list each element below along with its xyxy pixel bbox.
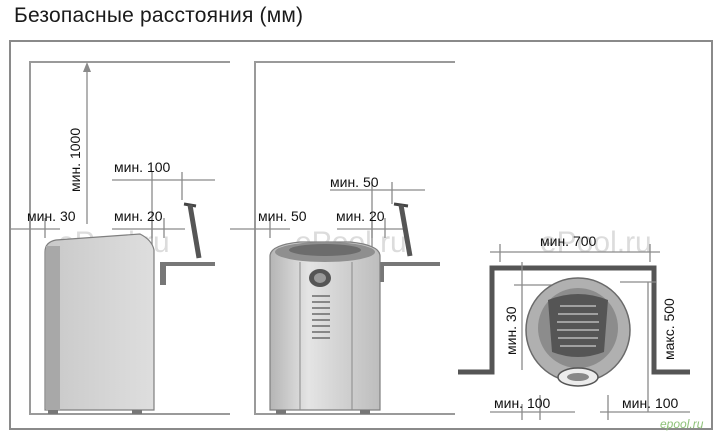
control-knob-icon	[314, 273, 326, 283]
rail-bracket	[187, 204, 202, 259]
front-wall-corner	[254, 61, 455, 415]
heater-foot	[276, 410, 286, 414]
heater-foot	[132, 410, 142, 414]
heater-plan-grate	[548, 294, 608, 357]
label-plan-depth-right: макс. 500	[661, 298, 677, 360]
label-side-rail: мин. 100	[114, 159, 171, 175]
guard-rail-plan	[462, 271, 686, 377]
watermark: ePool.ru	[540, 226, 652, 259]
side-view: мин. 30 мин. 20 мин. 100 мин. 1000	[10, 61, 230, 415]
heater-side-shade	[46, 246, 60, 410]
vent-slots	[312, 295, 330, 339]
rail-bracket	[398, 204, 413, 257]
front-view: мин. 50 мин. 20 мин. 50	[230, 61, 455, 415]
heater-plan-slots	[557, 305, 599, 347]
guard-rail	[160, 262, 215, 285]
label-side-front: мин. 20	[114, 208, 163, 224]
guard-rail	[378, 262, 440, 282]
heater-foot	[360, 410, 370, 414]
site-logo: epool.ru	[660, 417, 704, 431]
heater-top-opening	[289, 244, 361, 256]
diagram-frame	[9, 40, 713, 430]
label-front-front: мин. 20	[336, 208, 385, 224]
label-plan-width: мин. 700	[540, 233, 597, 249]
label-plan-depth-left: мин. 30	[503, 306, 519, 355]
label-side-top: мин. 1000	[67, 128, 83, 192]
side-wall-corner	[29, 61, 230, 415]
label-plan-bottom-left: мин. 100	[494, 395, 551, 411]
arrow-icon	[83, 62, 91, 72]
label-side-left: мин. 30	[27, 208, 76, 224]
label-front-left: мин. 50	[258, 208, 307, 224]
label-front-rail: мин. 50	[330, 174, 379, 190]
control-knob-icon	[567, 373, 589, 381]
plan-view: мин. 700 мин. 30 макс. 500 мин. 100 мин.…	[458, 233, 690, 420]
page-title: Безопасные расстояния (мм)	[14, 4, 304, 27]
label-plan-bottom-right: мин. 100	[622, 395, 679, 411]
heater-foot	[48, 410, 58, 414]
guard-rail-plan	[458, 265, 690, 375]
heater-side-body	[44, 233, 155, 411]
